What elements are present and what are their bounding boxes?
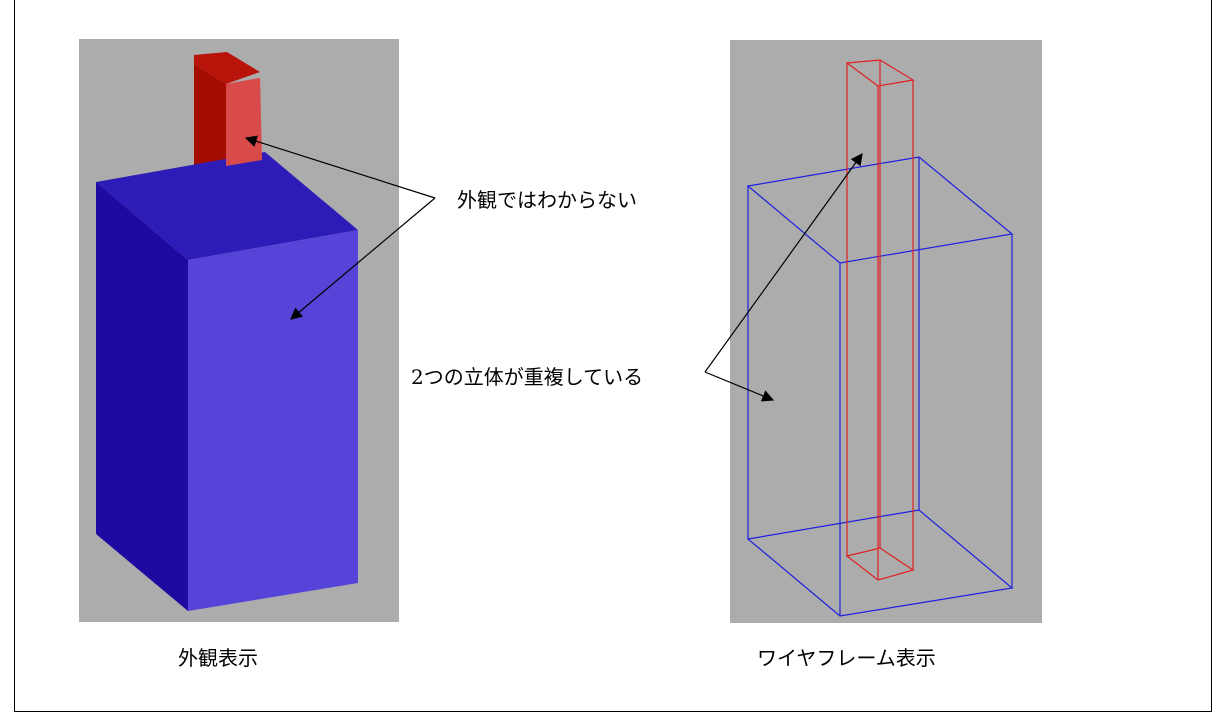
caption-wireframe-view: ワイヤフレーム表示 [757,646,936,670]
appearance-viewport [79,39,399,622]
red-block-wireframe [845,59,915,581]
annotation-not-visible: 外観ではわからない [457,188,637,212]
blue-block-side-face [96,182,188,611]
red-block-front-upper [226,78,262,166]
caption-appearance-view: 外観表示 [178,646,258,670]
blue-block-top-face [96,152,358,260]
red-block-top-face [194,52,260,84]
blue-block-wireframe [746,156,1014,617]
wireframe-viewport [730,40,1042,623]
arrow-to-red-wire [704,153,863,373]
annotation-arrows [244,135,863,402]
blue-block-front-face [188,230,358,611]
wireframe-background [730,40,1042,623]
figure-frame [14,0,1212,712]
arrow-to-red-block [244,135,436,199]
arrow-to-blue-wire [704,371,775,402]
annotation-overlapping: 2つの立体が重複している [411,365,644,389]
arrow-to-blue-front [290,197,436,320]
blue-block-solid [96,78,358,611]
